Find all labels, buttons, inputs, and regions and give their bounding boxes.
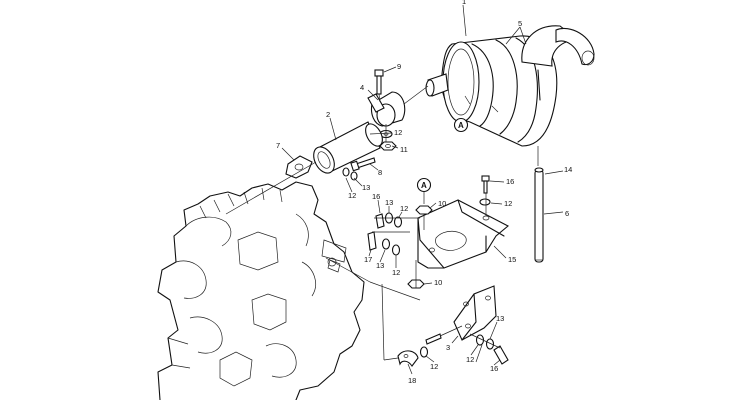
callout-2: 2 <box>326 110 330 119</box>
callout-17: 17 <box>364 255 372 264</box>
ref-label-a-muffler: A <box>458 121 464 130</box>
leader-lines <box>281 4 564 375</box>
engine-block <box>157 181 365 400</box>
exhaust-tube <box>313 121 383 174</box>
callout-13b: 13 <box>385 198 393 207</box>
bolt-9 <box>374 69 384 95</box>
callout-12e: 12 <box>392 268 400 277</box>
bracket-15 <box>417 199 509 269</box>
callout-16a: 16 <box>506 177 514 186</box>
ref-circle-a-muffler <box>453 117 469 133</box>
callout-10a: 10 <box>438 199 446 208</box>
callout-15: 15 <box>508 255 516 264</box>
callout-13c: 13 <box>376 261 384 270</box>
hardware <box>367 175 509 365</box>
callout-12a: 12 <box>394 128 402 137</box>
callout-10b: 10 <box>434 278 442 287</box>
callout-12b: 12 <box>348 191 356 200</box>
callout-6: 6 <box>565 209 569 218</box>
callout-16c: 16 <box>490 364 498 373</box>
callout-12f: 12 <box>466 355 474 364</box>
ref-label-a-bracket: A <box>421 181 427 190</box>
callout-16b: 16 <box>372 192 380 201</box>
pipe-clamp <box>367 91 406 127</box>
reference-markers: A A <box>416 117 469 204</box>
callout-4: 4 <box>360 83 364 92</box>
ref-circle-a-bracket <box>416 177 432 193</box>
callout-5: 5 <box>518 19 522 28</box>
callout-7: 7 <box>276 141 280 150</box>
assembly-lines <box>225 85 501 361</box>
washer-nut-clamp <box>379 129 397 151</box>
bolt-8 <box>342 157 376 181</box>
callout-13d: 13 <box>496 314 504 323</box>
callout-12d: 12 <box>400 204 408 213</box>
callout-12g: 12 <box>430 362 438 371</box>
callout-labels: 1 5 9 4 2 12 11 7 8 13 12 14 6 16 12 10 … <box>276 0 572 385</box>
callout-12c: 12 <box>504 199 512 208</box>
callout-9: 9 <box>397 62 401 71</box>
bracket-3 <box>453 285 497 341</box>
callout-11: 11 <box>400 145 408 154</box>
clamp-18 <box>397 350 419 367</box>
gasket <box>285 155 313 179</box>
callout-3: 3 <box>446 343 450 352</box>
callout-14: 14 <box>564 165 572 174</box>
callout-13a: 13 <box>362 183 370 192</box>
callout-1: 1 <box>462 0 466 6</box>
callout-18: 18 <box>408 376 416 385</box>
muffler <box>425 25 595 147</box>
callout-8: 8 <box>378 168 382 177</box>
tail-pipe <box>534 146 544 263</box>
